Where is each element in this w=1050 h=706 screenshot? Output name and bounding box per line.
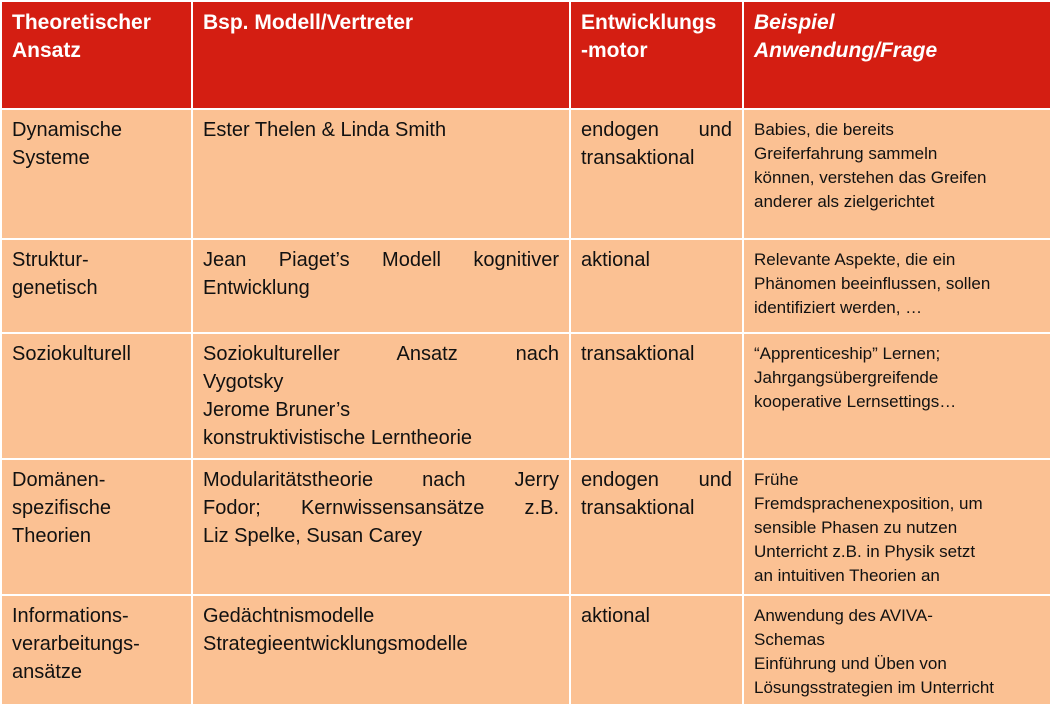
cell-beispiel: Frühe Fremdsprachenexposition, um sensib… — [742, 458, 1050, 596]
cell-line: Jerome Bruner’s — [203, 399, 351, 421]
table-row: Struktur- genetisch Jean Piaget’s Modell… — [0, 238, 1050, 334]
cell-line: können, verstehen das Greifen — [754, 168, 987, 187]
cell-modell: Ester Thelen & Linda Smith — [191, 108, 571, 240]
header-motor-line: -motor — [581, 39, 648, 62]
cell-line: Gedächtnismodelle — [203, 605, 375, 627]
cell-modell: Modularitätstheorie nach Jerry Fodor; Ke… — [191, 458, 571, 596]
cell-ansatz: Dynamische Systeme — [0, 108, 193, 240]
cell-modell: Jean Piaget’s Modell kognitiver Entwickl… — [191, 238, 571, 334]
cell-motor: aktional — [569, 594, 744, 706]
cell-line: verarbeitungs- — [12, 633, 140, 655]
cell-line: “Apprenticeship” Lernen; — [754, 344, 941, 363]
cell-line: endogen und — [581, 469, 732, 491]
cell-ansatz: Soziokulturell — [0, 332, 193, 460]
cell-line: Fremdsprachenexposition, um — [754, 494, 983, 513]
header-modell-line: Bsp. Modell/Vertreter — [203, 11, 414, 34]
cell-line: Relevante Aspekte, die ein — [754, 250, 956, 269]
cell-line: Greiferfahrung sammeln — [754, 144, 938, 163]
cell-ansatz: Informations- verarbeitungs- ansätze — [0, 594, 193, 706]
cell-line: Jean Piaget’s Modell kognitiver — [203, 249, 559, 271]
cell-beispiel: Relevante Aspekte, die ein Phänomen beei… — [742, 238, 1050, 334]
cell-beispiel: Babies, die bereits Greiferfahrung samme… — [742, 108, 1050, 240]
cell-modell: Gedächtnismodelle Strategieentwicklungsm… — [191, 594, 571, 706]
header-ansatz-line: Theoretischer — [12, 11, 151, 34]
cell-beispiel: “Apprenticeship” Lernen; Jahrgangsübergr… — [742, 332, 1050, 460]
cell-line: Systeme — [12, 147, 90, 169]
cell-ansatz: Domänen- spezifische Theorien — [0, 458, 193, 596]
table-row: Dynamische Systeme Ester Thelen & Linda … — [0, 108, 1050, 240]
cell-motor: endogen und transaktional — [569, 108, 744, 240]
cell-line: transaktional — [581, 497, 695, 519]
header-beispiel-line: Beispiel — [754, 11, 835, 34]
cell-modell: Soziokultureller Ansatz nach Vygotsky Je… — [191, 332, 571, 460]
cell-line: Phänomen beeinflussen, sollen — [754, 274, 991, 293]
cell-line: Schemas — [754, 630, 825, 649]
cell-line: Unterricht z.B. in Physik setzt — [754, 542, 976, 561]
cell-line: transaktional — [581, 147, 695, 169]
header-motor: Entwicklungs -motor — [569, 0, 744, 110]
cell-line: Theorien — [12, 525, 91, 547]
cell-ansatz: Struktur- genetisch — [0, 238, 193, 334]
cell-line: identifiziert werden, … — [754, 298, 923, 317]
header-ansatz: Theoretischer Ansatz — [0, 0, 193, 110]
cell-line: Soziokultureller Ansatz nach — [203, 343, 559, 365]
cell-line: Ester Thelen & Linda Smith — [203, 119, 447, 141]
cell-line: Anwendung des AVIVA- — [754, 606, 933, 625]
cell-line: Entwicklung — [203, 277, 310, 299]
cell-line: an intuitiven Theorien an — [754, 566, 940, 585]
header-row: Theoretischer Ansatz Bsp. Modell/Vertret… — [0, 0, 1050, 110]
cell-line: Jahrgangsübergreifende — [754, 368, 939, 387]
cell-line: spezifische — [12, 497, 111, 519]
cell-line: aktional — [581, 605, 650, 627]
cell-beispiel: Anwendung des AVIVA- Schemas Einführung … — [742, 594, 1050, 706]
cell-line: Informations- — [12, 605, 129, 627]
table-row: Informations- verarbeitungs- ansätze Ged… — [0, 594, 1050, 706]
cell-line: Fodor; Kernwissensansätze z.B. — [203, 497, 559, 519]
cell-line: Struktur- — [12, 249, 89, 271]
table-row: Domänen- spezifische Theorien Modularitä… — [0, 458, 1050, 596]
cell-line: Frühe — [754, 470, 799, 489]
cell-line: Modularitätstheorie nach Jerry — [203, 469, 559, 491]
header-beispiel-line: Anwendung/Frage — [754, 39, 938, 62]
cell-line: Einführung und Üben von — [754, 654, 947, 673]
cell-line: konstruktivistische Lerntheorie — [203, 427, 473, 449]
cell-line: Babies, die bereits — [754, 120, 894, 139]
cell-line: endogen und — [581, 119, 732, 141]
cell-line: Domänen- — [12, 469, 106, 491]
cell-line: Liz Spelke, Susan Carey — [203, 525, 423, 547]
header-ansatz-line: Ansatz — [12, 39, 81, 62]
cell-line: Vygotsky — [203, 371, 284, 393]
cell-line: Soziokulturell — [12, 343, 131, 365]
cell-line: transaktional — [581, 343, 695, 365]
cell-motor: endogen und transaktional — [569, 458, 744, 596]
cell-line: anderer als zielgerichtet — [754, 192, 935, 211]
cell-line: Lösungsstrategien im Unterricht — [754, 678, 995, 697]
header-modell: Bsp. Modell/Vertreter — [191, 0, 571, 110]
cell-motor: aktional — [569, 238, 744, 334]
cell-motor: transaktional — [569, 332, 744, 460]
cell-line: kooperative Lernsettings… — [754, 392, 957, 411]
cell-line: Dynamische — [12, 119, 123, 141]
header-motor-line: Entwicklungs — [581, 11, 717, 34]
cell-line: ansätze — [12, 661, 83, 683]
cell-line: aktional — [581, 249, 650, 271]
cell-line: Strategieentwicklungsmodelle — [203, 633, 468, 655]
cell-line: sensible Phasen zu nutzen — [754, 518, 958, 537]
table-row: Soziokulturell Soziokultureller Ansatz n… — [0, 332, 1050, 460]
header-beispiel: Beispiel Anwendung/Frage — [742, 0, 1050, 110]
cell-line: genetisch — [12, 277, 98, 299]
